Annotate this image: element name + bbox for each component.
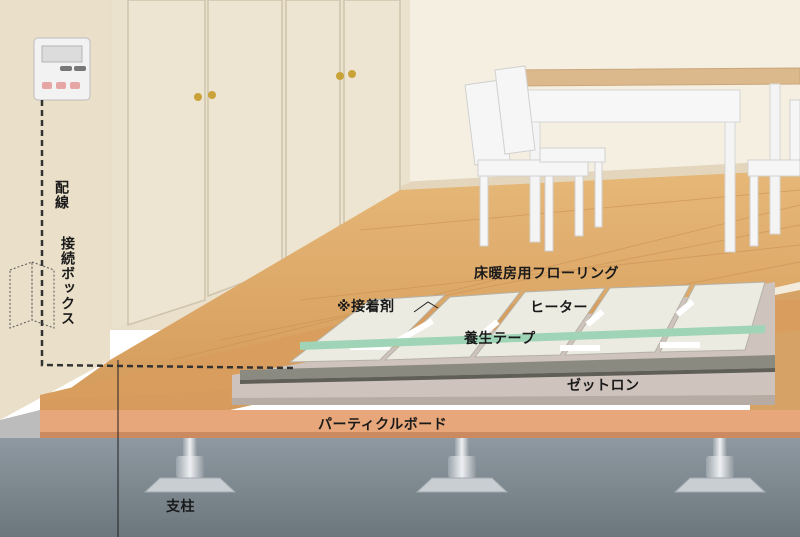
label-pillar: 支柱 [166,499,195,515]
label-flooring: 床暖房用フローリング [474,266,619,282]
thermostat-controller-icon [33,37,91,101]
label-curing-tape: 養生テープ [464,331,536,347]
pillar [673,438,767,493]
cabinet [112,0,410,330]
chair [464,65,606,252]
chair [747,99,800,247]
label-wiring: 配線 [53,180,69,210]
floor-cross-section [40,281,800,438]
curing-tape-strip [300,325,765,350]
label-adhesive: ※接着剤 [337,299,395,315]
pillar [415,438,509,493]
foundation [0,438,800,537]
wiring-line [40,100,296,370]
particle-board [40,410,800,432]
label-zettoron: ゼットロン [567,378,640,394]
pillar [143,438,237,493]
label-particle-board: パーティクルボード [318,417,448,433]
left-wall [0,0,110,420]
table [509,67,800,253]
label-junction-box: 接続ボックス [59,236,75,326]
label-heater: ヒーター [530,300,588,316]
junction-box-icon [9,261,55,329]
